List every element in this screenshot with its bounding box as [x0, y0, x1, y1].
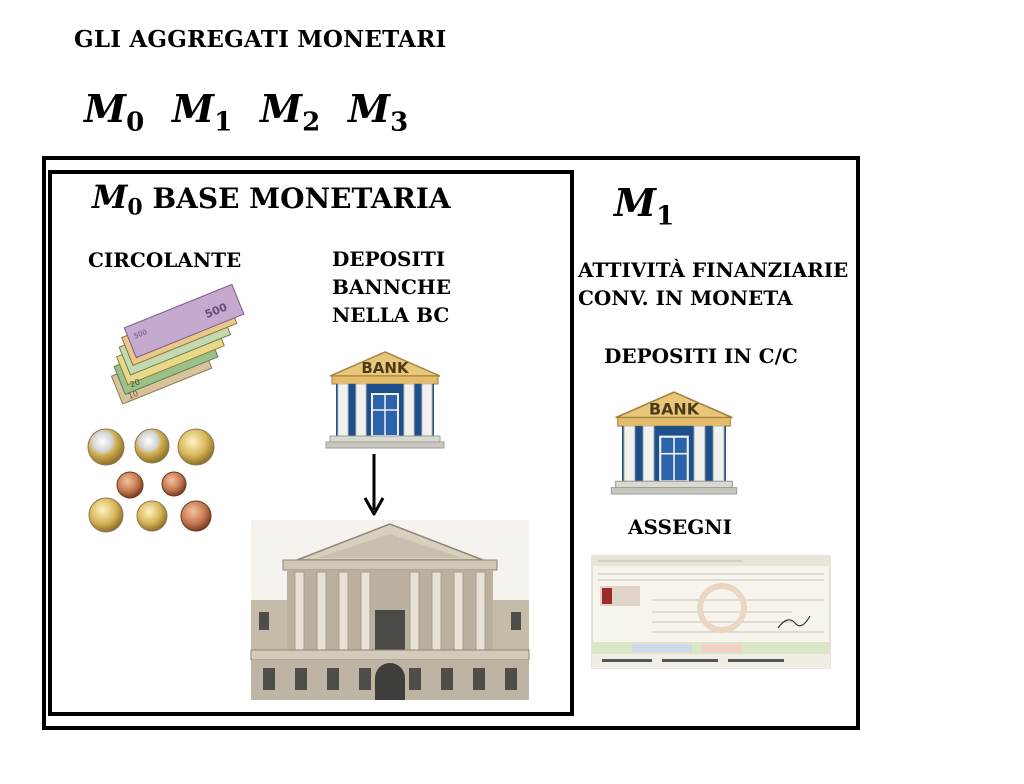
aggregate-m0: M0: [84, 86, 145, 138]
page-title: GLI AGGREGATI MONETARI: [74, 26, 447, 53]
m0-heading: M0 BASE MONETARIA: [92, 178, 451, 221]
bank-icon: BANK: [610, 391, 738, 495]
aggregate-m3: M3: [348, 86, 409, 138]
circolante-label: CIRCOLANTE: [88, 248, 242, 272]
cheque-icon: [591, 555, 831, 669]
bank-sign: BANK: [649, 399, 700, 418]
depositi-banche-label: DEPOSITI BANNCHE NELLA BC: [332, 247, 452, 327]
aggregate-m1: M1: [172, 86, 233, 138]
assegni-label: ASSEGNI: [628, 515, 732, 539]
arrow-down-icon: [363, 454, 385, 516]
m1-box: [42, 156, 860, 730]
bank-sign: BANK: [361, 359, 410, 377]
svg-text:20: 20: [129, 377, 142, 389]
bank-icon: BANK: [325, 351, 445, 449]
attivita-finanziarie-label: ATTIVITÀ FINANZIARIE CONV. IN MONETA: [578, 258, 849, 310]
m1-heading: M1: [614, 180, 675, 232]
central-bank-building-icon: [250, 520, 530, 700]
depositi-cc-label: DEPOSITI IN C/C: [604, 344, 798, 368]
m0-box: [48, 170, 574, 716]
coins-icon: [87, 428, 215, 533]
svg-text:10: 10: [127, 389, 140, 401]
aggregate-m2: M2: [260, 86, 321, 138]
banknotes-icon: 500 500 10 20: [110, 283, 245, 405]
